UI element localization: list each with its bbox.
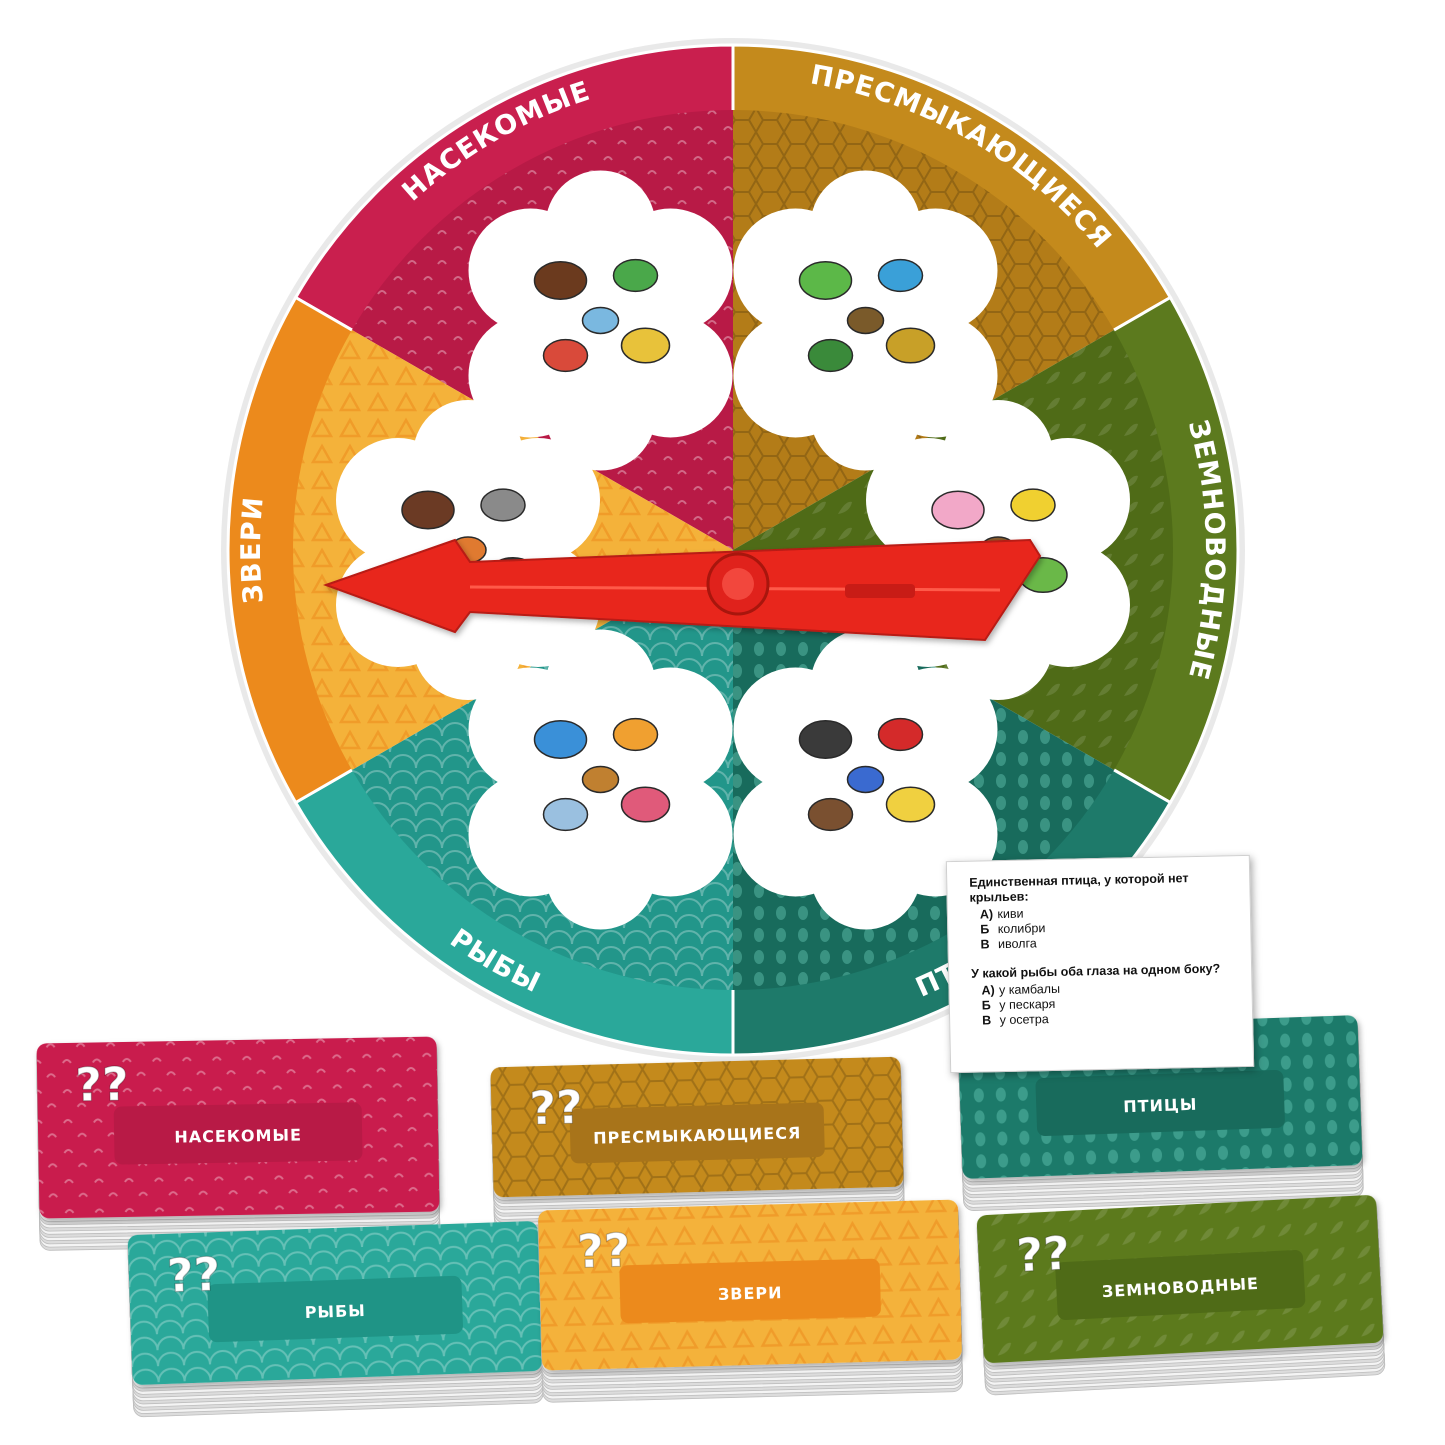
card-deck-amphibians[interactable]: ЗЕМНОВОДНЫЕ?? (976, 1195, 1386, 1396)
deck-label-band (1035, 1069, 1285, 1137)
deck-label: НАСЕКОМЫЕ (174, 1125, 302, 1146)
deck-label-band (1055, 1249, 1306, 1321)
question-marks-icon: ?? (576, 1223, 631, 1278)
animal-illustration (581, 765, 620, 794)
animal-illustration (931, 490, 985, 530)
question-card[interactable]: Единственная птица, у которой нет крылье… (945, 854, 1255, 1074)
animal-illustration (620, 327, 671, 364)
question-marks-icon: ?? (166, 1247, 221, 1303)
card-deck-beasts[interactable]: ЗВЕРИ?? (537, 1199, 964, 1403)
animal-illustration (877, 258, 924, 293)
illustration-cloud-insects (468, 170, 733, 471)
animal-illustration (1010, 488, 1056, 522)
deck-label-band (207, 1275, 463, 1343)
animal-illustration (877, 717, 924, 752)
card-deck-reptiles[interactable]: ПРЕСМЫКАЮЩИЕСЯ?? (490, 1056, 905, 1230)
animal-illustration (798, 720, 853, 759)
card-deck-fish[interactable]: РЫБЫ?? (127, 1221, 544, 1418)
deck-label: ПТИЦЫ (1123, 1095, 1198, 1117)
animal-illustration (807, 338, 854, 373)
animal-illustration (581, 306, 620, 335)
card-deck-birds[interactable]: ПТИЦЫ (957, 1015, 1364, 1211)
animal-illustration (620, 786, 671, 823)
animal-illustration (480, 488, 526, 522)
spinner-hub-cap (722, 568, 754, 600)
deck-label-band (569, 1102, 825, 1164)
sector-label-beasts: ЗВЕРИ (236, 495, 270, 605)
animal-illustration (533, 261, 588, 300)
animal-illustration (542, 338, 589, 373)
animal-illustration (846, 765, 885, 794)
deck-label: ЗВЕРИ (718, 1283, 783, 1304)
deck-label: РЫБЫ (304, 1301, 366, 1322)
animal-illustration (612, 258, 659, 293)
animal-illustration (612, 717, 659, 752)
question-marks-icon: ?? (75, 1057, 129, 1112)
card-deck-insects[interactable]: НАСЕКОМЫЕ?? (36, 1036, 441, 1251)
animal-illustration (846, 306, 885, 335)
illustration-cloud-beasts (336, 400, 600, 700)
question-marks-icon: ?? (1015, 1226, 1071, 1283)
arrow-pointer[interactable] (323, 538, 1042, 642)
illustration-cloud-fish (468, 629, 733, 930)
animal-illustration (401, 490, 455, 530)
illustration-cloud-birds (733, 629, 998, 930)
animal-illustration (798, 261, 853, 300)
spinner-wheel[interactable]: НАСЕКОМЫЕПРЕСМЫКАЮЩИЕСЯЗЕМНОВОДНЫЕПТИЦЫР… (221, 38, 1245, 1062)
deck-label-band (619, 1258, 881, 1324)
animal-illustration (542, 797, 589, 832)
spinner-arrow[interactable] (323, 538, 1042, 642)
animal-illustration (807, 797, 854, 832)
question-marks-icon: ?? (529, 1080, 584, 1135)
animal-illustration (885, 327, 936, 364)
animal-illustration (885, 786, 936, 823)
spinner-grip (845, 584, 915, 598)
question-1: Единственная птица, у которой нет крылье… (969, 871, 1189, 905)
animal-illustration (533, 720, 588, 759)
illustration-cloud-reptiles (733, 170, 998, 471)
deck-label-band (113, 1102, 363, 1165)
